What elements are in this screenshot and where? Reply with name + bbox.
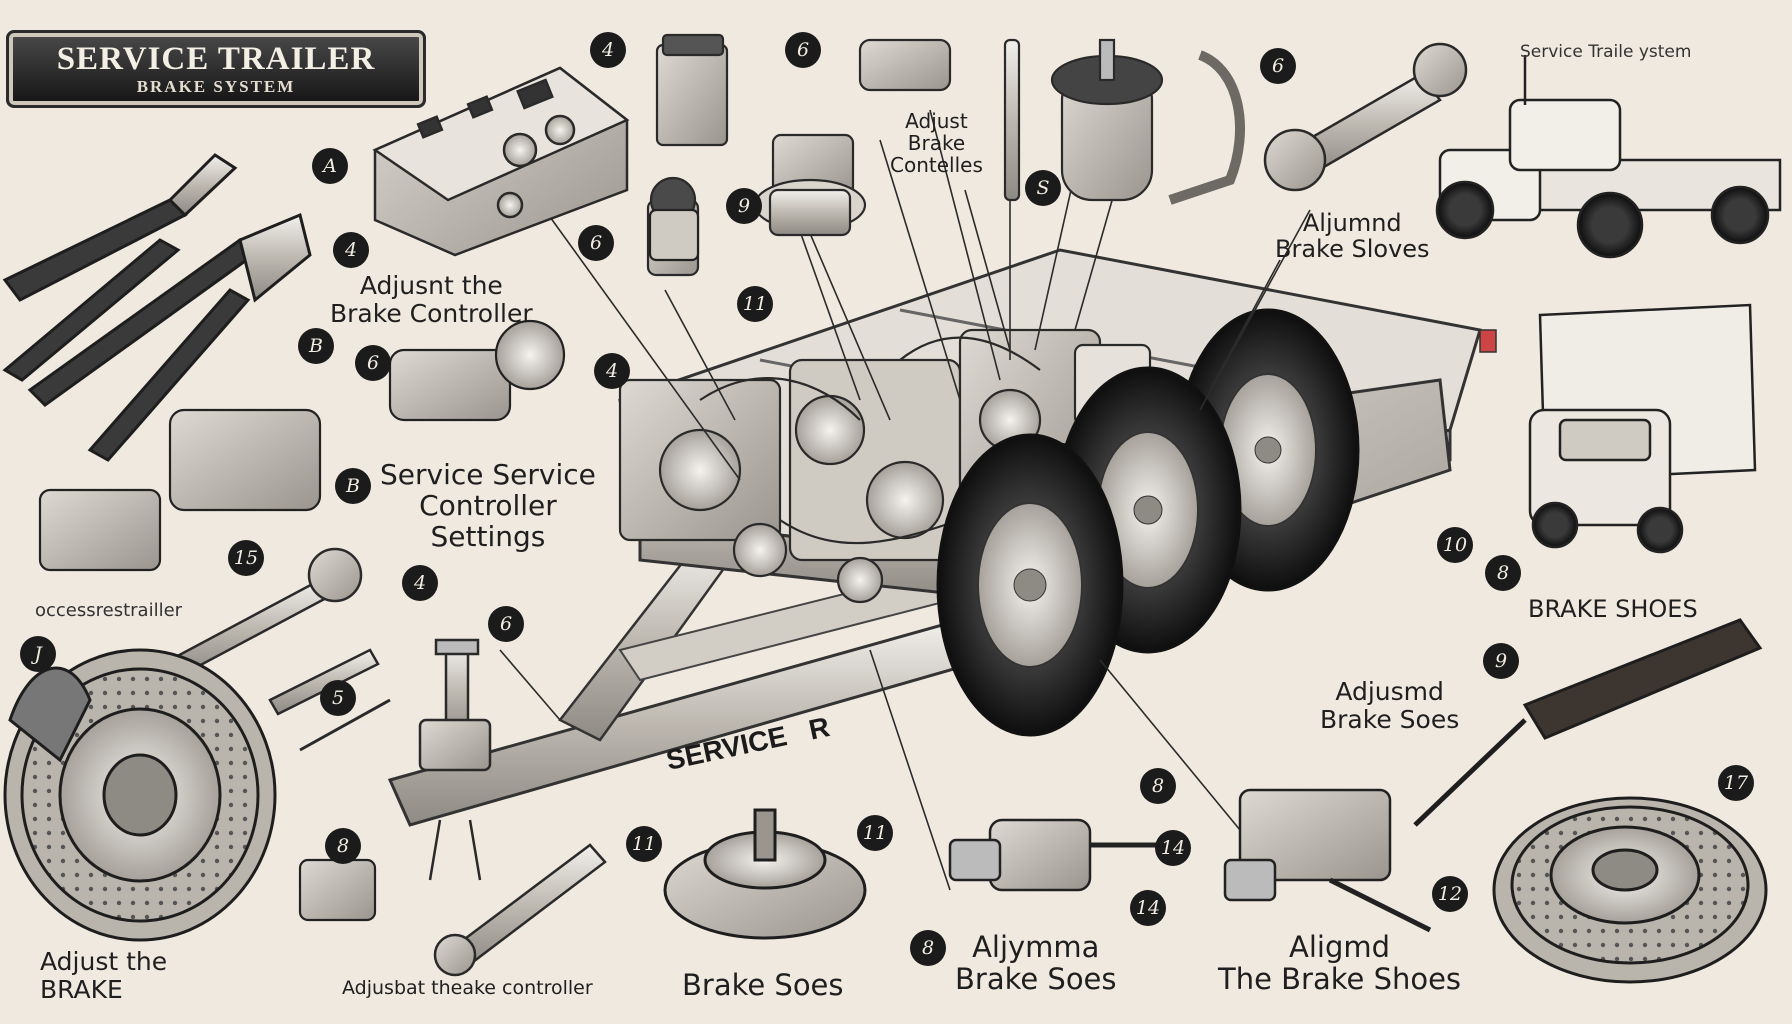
callout-n29: 12 (1432, 876, 1468, 912)
callout-n17: 5 (320, 680, 356, 716)
label-adjust-brake-controller: Adjusnt the Brake Controller (330, 271, 533, 328)
callout-n24: 8 (1140, 768, 1176, 804)
callout-n11: S (1025, 170, 1061, 206)
label-adjust-the-brake-bottom-left: Adjust the BRAKE (40, 947, 168, 1004)
callout-n30: 6 (1260, 48, 1296, 84)
callout-n28: 17 (1718, 765, 1754, 801)
label-adjust-brake-contelles: Adjust Brake Contelles (890, 109, 983, 177)
brake-controller-unit (372, 66, 630, 257)
right-brake-rotor (1492, 796, 1768, 984)
callout-n19: 11 (626, 826, 662, 862)
tongue-jack (418, 638, 492, 881)
callout-n13: 15 (228, 540, 264, 576)
callout-n27: 9 (1483, 643, 1519, 679)
label-accessories-trailer: occessrestrailler (35, 600, 183, 621)
callout-n23: 14 (1130, 890, 1166, 926)
label-aljumnd-brake-sloves: Aljumnd Brake Sloves (1275, 209, 1430, 264)
callout-n2: 6 (785, 32, 821, 68)
callout-n4: 4 (333, 232, 369, 268)
pickup-truck (1435, 55, 1782, 259)
callout-n3: A (312, 148, 348, 184)
callout-n20: 11 (857, 815, 893, 851)
wrench-tools (168, 42, 1468, 977)
pliers-tools (2, 153, 312, 462)
label-align-the-brake-shoes: Aligmd The Brake Shoes (1218, 930, 1462, 996)
callout-n18: 8 (325, 828, 361, 864)
callout-n12: B (335, 468, 371, 504)
callout-n21: 8 (910, 930, 946, 966)
label-adjust-brake-controller-bottom: Adjusbat theake controller (342, 977, 593, 999)
callout-n26: 8 (1485, 555, 1521, 591)
label-aljymma-brake-soes: Aljymma Brake Soes (955, 930, 1117, 996)
callout-n6: 6 (355, 345, 391, 381)
callout-n14: J (20, 636, 56, 672)
label-service-controller-settings: Service Service Controller Settings (380, 458, 596, 553)
callout-n9: 11 (737, 286, 773, 322)
label-adjusmd-brake-soes: Adjusmd Brake Soes (1320, 677, 1460, 734)
title-banner: SERVICE TRAILER BRAKE SYSTEM (6, 30, 426, 108)
trailer-wheels (936, 308, 1360, 737)
label-brake-soes-bottom: Brake Soes (682, 968, 844, 1002)
left-brake-rotor (3, 648, 277, 942)
screwdriver (1413, 618, 1763, 827)
callout-n10: 4 (594, 353, 630, 389)
center-brake-disc (663, 808, 867, 940)
bottom-calipers (948, 788, 1432, 933)
callout-n22: 14 (1155, 830, 1191, 866)
box-truck (1528, 303, 1757, 554)
callout-n15: 4 (402, 565, 438, 601)
label-brake-shoes-right: BRAKE SHOES (1528, 595, 1698, 623)
callout-n5: B (298, 328, 334, 364)
callout-n25: 10 (1437, 527, 1473, 563)
banner-subtitle: BRAKE SYSTEM (136, 77, 296, 96)
callout-n8: 6 (578, 225, 614, 261)
left-side-parts (38, 208, 700, 922)
banner-title: SERVICE TRAILER (56, 41, 376, 77)
callout-n7: 9 (726, 188, 762, 224)
label-service-trailer-system: Service Traile ystem (1520, 42, 1692, 62)
callout-n16: 6 (488, 606, 524, 642)
callout-n1: 4 (590, 32, 626, 68)
